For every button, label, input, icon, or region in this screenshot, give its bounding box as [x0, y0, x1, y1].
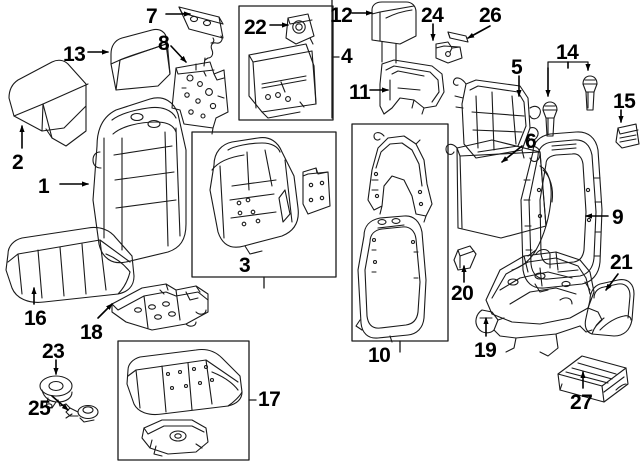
- callout-14: 14: [556, 41, 579, 64]
- part-21-art: [584, 279, 635, 337]
- part-18-art: [111, 283, 209, 331]
- callout-27: 27: [570, 391, 593, 414]
- part-27-art: [557, 355, 629, 403]
- part-22-art: [285, 13, 315, 45]
- callout-25: 25: [28, 397, 51, 420]
- part-17-pad-art: [141, 419, 209, 457]
- callout-19: 19: [474, 339, 497, 362]
- part-14-art: [542, 75, 598, 137]
- part-12-art: [371, 1, 417, 64]
- part-2-art: [8, 59, 89, 147]
- group-box-17: [117, 340, 257, 461]
- callout-20: 20: [451, 282, 474, 305]
- part-10-upper-art: [367, 132, 433, 223]
- callout-17: 17: [258, 388, 281, 411]
- callout-15: 15: [613, 90, 636, 113]
- part-20-art: [453, 245, 477, 271]
- callout-22: 22: [244, 16, 267, 39]
- group-box-3: [191, 131, 337, 289]
- callout-8: 8: [158, 32, 170, 55]
- callout-23: 23: [42, 340, 65, 363]
- callout-10: 10: [368, 344, 391, 367]
- part-10-frame-art: [355, 215, 427, 343]
- part-22-panel-art: [248, 43, 317, 119]
- group-box-22: [238, 5, 334, 121]
- callout-4: 4: [341, 45, 353, 68]
- leader-lines: [19, 10, 624, 411]
- callout-1: 1: [38, 175, 50, 198]
- callout-26: 26: [479, 4, 502, 27]
- part-3-side-plate-art: [302, 167, 331, 215]
- part-1-art: [92, 97, 187, 264]
- part-8-art: [171, 61, 229, 135]
- callout-18: 18: [80, 321, 103, 344]
- part-15-art: [615, 123, 640, 149]
- part-6-art: [445, 139, 554, 271]
- callout-5: 5: [511, 56, 523, 79]
- bracket-4: [331, 0, 340, 119]
- group-box-10: [351, 123, 449, 353]
- part-13-art: [110, 28, 171, 91]
- callout-11: 11: [349, 81, 371, 104]
- part-16-art: [5, 226, 135, 303]
- callout-2: 2: [12, 151, 24, 174]
- part-24-art: [435, 41, 463, 64]
- part-26-art: [447, 31, 469, 43]
- part-3-art: [209, 137, 299, 255]
- callout-3: 3: [239, 254, 251, 277]
- callout-12: 12: [330, 4, 353, 27]
- part-25-art: [65, 403, 99, 423]
- callout-24: 24: [421, 4, 444, 27]
- part-19-art: [475, 248, 603, 357]
- callout-6: 6: [525, 130, 537, 153]
- callout-16: 16: [24, 307, 47, 330]
- part-11-art: [379, 59, 445, 115]
- callout-13: 13: [63, 43, 86, 66]
- callout-7: 7: [146, 5, 158, 28]
- callout-21: 21: [610, 251, 633, 274]
- part-17-cushion-art: [126, 348, 243, 416]
- callout-9: 9: [612, 206, 624, 229]
- part-7-art: [178, 6, 224, 67]
- part-9-art: [520, 131, 603, 293]
